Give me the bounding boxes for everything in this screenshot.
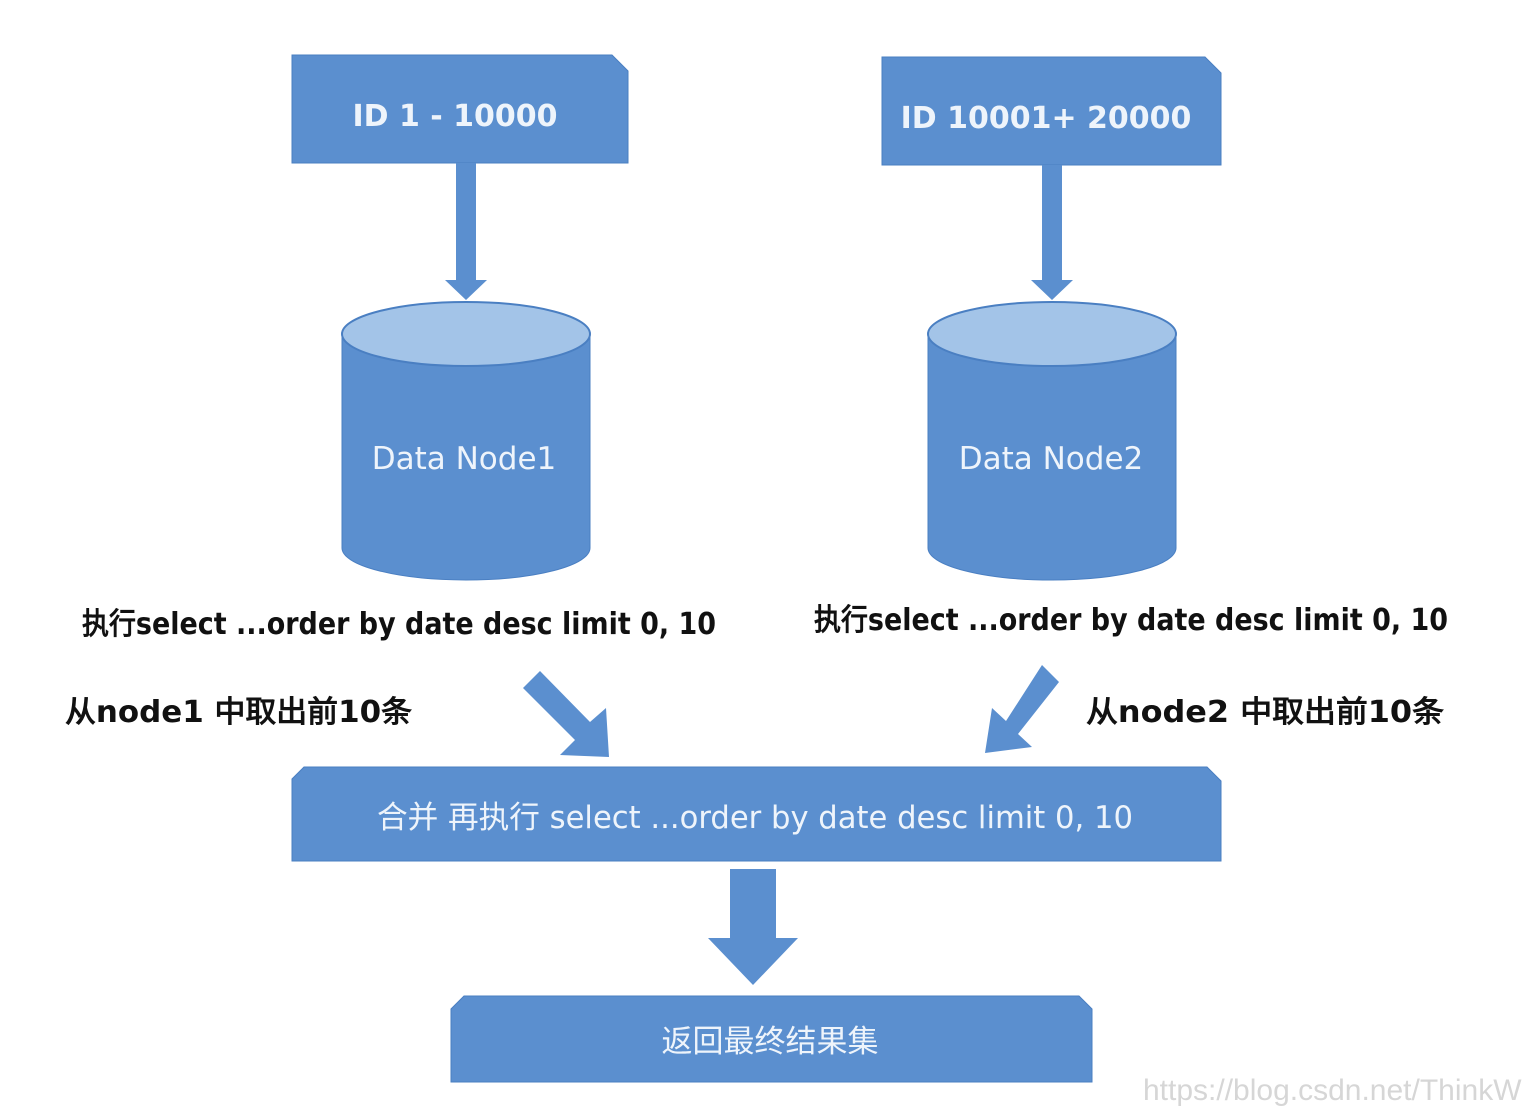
merge-box: 合并 再执行 select ...order by date desc limi…: [291, 766, 1222, 862]
database-1-label: Data Node1: [372, 441, 557, 477]
arrow-down-2: [1031, 165, 1073, 300]
arrow-down-result: [708, 869, 798, 985]
database-cylinder-2: Data Node2: [927, 301, 1177, 581]
range-box-1-label: ID 1 - 10000: [352, 99, 557, 134]
take-top10-label-right: 从node2 中取出前10条: [1086, 695, 1444, 730]
range-box-2-label: ID 10001+ 20000: [901, 101, 1192, 136]
range-box-2: ID 10001+ 20000: [881, 56, 1222, 166]
take-top10-label-left: 从node1 中取出前10条: [65, 695, 412, 730]
range-box-1: ID 1 - 10000: [291, 54, 629, 164]
arrow-diagonal-right: [985, 665, 1059, 753]
exec-query-label-right: 执行select ...order by date desc limit 0, …: [814, 603, 1448, 638]
watermark-text: https://blog.csdn.net/ThinkW: [1143, 1074, 1522, 1107]
result-box: 返回最终结果集: [450, 995, 1093, 1083]
database-2-label: Data Node2: [959, 441, 1144, 477]
merge-box-label: 合并 再执行 select ...order by date desc limi…: [377, 800, 1133, 836]
arrow-diagonal-left: [523, 671, 609, 757]
result-box-label: 返回最终结果集: [662, 1024, 879, 1060]
exec-query-label-left: 执行select ...order by date desc limit 0, …: [82, 607, 716, 642]
arrow-down-1: [445, 163, 487, 300]
database-cylinder-1: Data Node1: [341, 301, 591, 581]
